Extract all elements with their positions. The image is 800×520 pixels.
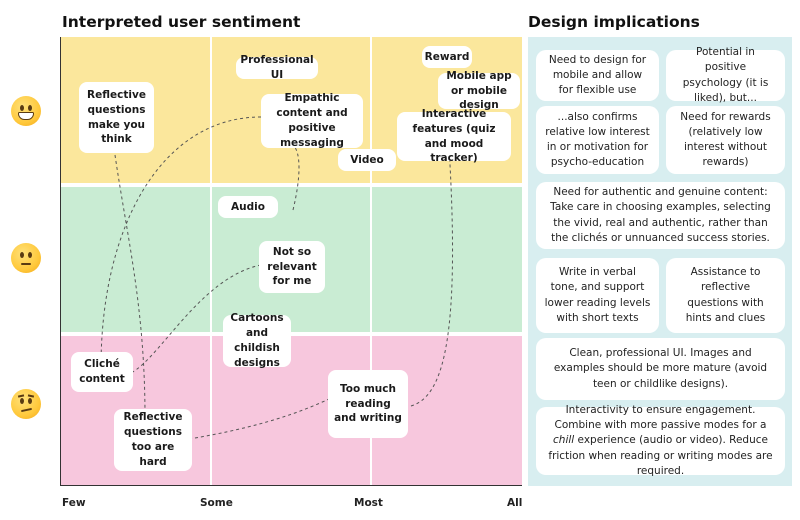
note-video: Video: [338, 149, 396, 171]
gridline-some: [210, 37, 212, 485]
note-empathic: Empathic content and positive messaging: [261, 92, 363, 149]
x-tick-some: Some: [200, 497, 233, 509]
implication-clean: Clean, professional UI. Images and examp…: [536, 338, 785, 400]
implication-mobile: Need to design for mobile and allow for …: [536, 50, 659, 101]
sentiment-title: Interpreted user sentiment: [62, 13, 301, 31]
implication-interactivity: Interactivity to ensure engagement. Comb…: [536, 404, 785, 477]
grinning-face-icon: [11, 96, 41, 126]
implications-title: Design implications: [528, 13, 700, 31]
note-professional-ui: Professional UI: [236, 54, 318, 81]
note-not-relevant: Not so relevant for me: [259, 241, 325, 293]
note-reflective-think: Reflective questions make you think: [79, 82, 154, 153]
sentiment-chart: Reflective questions make you think Prof…: [60, 37, 522, 486]
implication-low-interest: ...also confirms relative low interest i…: [536, 106, 659, 174]
note-reflective-hard: Reflective questions too are hard: [114, 409, 192, 471]
implication-interactivity-text: Interactivity to ensure engagement. Comb…: [548, 403, 773, 477]
note-interactive: Interactive features (quiz and mood trac…: [397, 108, 511, 164]
implication-positive-psych: Potential in positive psychology (it is …: [666, 46, 785, 104]
confused-face-icon: [11, 389, 41, 419]
note-too-much: Too much reading and writing: [328, 370, 408, 438]
implication-rewards: Need for rewards (relatively low interes…: [666, 106, 785, 174]
note-audio: Audio: [218, 196, 278, 218]
implication-authentic: Need for authentic and genuine content: …: [536, 182, 785, 249]
neutral-face-icon: [11, 243, 41, 273]
gridline-most: [370, 37, 372, 485]
x-tick-all: All: [507, 497, 523, 509]
x-tick-few: Few: [62, 497, 86, 509]
implications-panel: Need to design for mobile and allow for …: [528, 37, 792, 486]
implication-assistance: Assistance to reflective questions with …: [666, 258, 785, 333]
x-tick-most: Most: [354, 497, 383, 509]
note-reward: Reward: [422, 46, 472, 68]
implication-verbal: Write in verbal tone, and support lower …: [536, 258, 659, 333]
note-cliche: Cliché content: [71, 352, 133, 392]
note-mobile: Mobile app or mobile design: [438, 70, 520, 111]
note-cartoons: Cartoons and childish designs: [223, 312, 291, 369]
